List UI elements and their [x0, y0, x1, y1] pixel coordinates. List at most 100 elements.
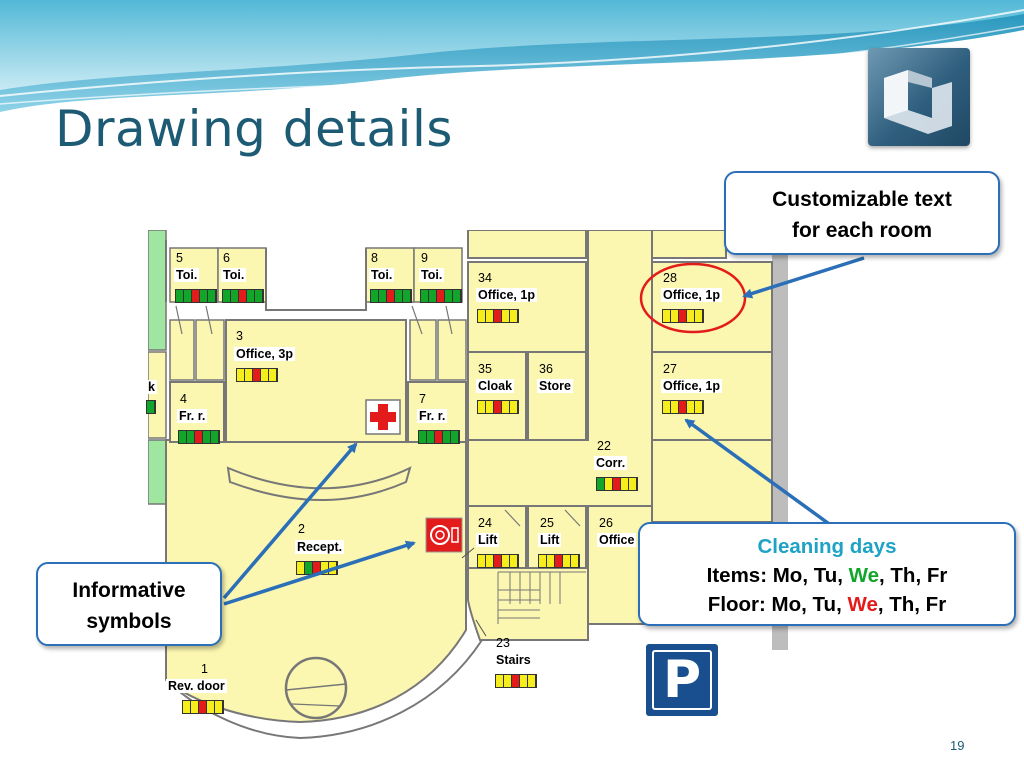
logo: [868, 48, 970, 146]
reception-area: [165, 439, 467, 724]
room-number: 8: [371, 251, 378, 265]
cleaning-day-cell: [429, 290, 436, 302]
cleaning-day-cell: [379, 290, 386, 302]
cleaning-day-cell: [187, 431, 194, 443]
room-name[interactable]: Recept.: [295, 540, 345, 554]
cleaning-day-cell: [419, 431, 426, 443]
cleaning-day-cell: [437, 290, 444, 302]
room-name[interactable]: Lift: [538, 533, 562, 547]
cleaning-day-cell: [504, 675, 511, 687]
cleaning-day-cell: [192, 290, 199, 302]
room-name[interactable]: Toi.: [369, 268, 395, 282]
room-name[interactable]: Fr. r.: [417, 409, 448, 423]
room-name[interactable]: k: [146, 380, 157, 394]
page-number: 19: [950, 738, 965, 753]
cleaning-day-cell: [184, 290, 191, 302]
cleaning-strip: [662, 400, 704, 414]
cleaning-day-cell: [502, 401, 509, 413]
arrow-to-first-aid: [222, 442, 358, 600]
cleaning-day-cell: [269, 369, 276, 381]
cleaning-day-cell: [486, 401, 493, 413]
cleaning-day-cell: [305, 562, 312, 574]
cleaning-day-cell: [199, 701, 206, 713]
room-name[interactable]: Office, 1p: [661, 288, 722, 302]
header-wave-decoration: [0, 0, 1024, 112]
cleaning-strip: [370, 289, 412, 303]
cleaning-day-cell: [663, 310, 670, 322]
fire-hose-icon: [425, 517, 463, 553]
room-name[interactable]: Fr. r.: [177, 409, 208, 423]
cleaning-day-cell: [663, 401, 670, 413]
cleaning-day-cell: [183, 701, 190, 713]
room-number: 2: [298, 522, 305, 536]
cleaning-day-cell: [679, 310, 686, 322]
floor-suffix: , Th, Fr: [877, 593, 947, 616]
cleaning-day-cell: [494, 555, 501, 567]
cleaning-day-cell: [605, 478, 612, 490]
room-name[interactable]: Toi.: [419, 268, 445, 282]
cleaning-day-cell: [237, 369, 244, 381]
room-name[interactable]: Toi.: [221, 268, 247, 282]
cleaning-day-cell: [253, 369, 260, 381]
cleaning-day-cell: [239, 290, 246, 302]
cleaning-day-cell: [687, 310, 694, 322]
cleaning-day-cell: [528, 675, 535, 687]
cleaning-day-cell: [539, 555, 546, 567]
cleaning-day-cell: [502, 310, 509, 322]
cleaning-day-cell: [313, 562, 320, 574]
room-name[interactable]: Lift: [476, 533, 500, 547]
reception-desk: [226, 466, 412, 501]
cleaning-day-cell: [195, 431, 202, 443]
room-name[interactable]: Toi.: [174, 268, 200, 282]
cleaning-day-cell: [191, 701, 198, 713]
cleaning-day-cell: [510, 401, 517, 413]
cleaning-day-cell: [597, 478, 604, 490]
cleaning-day-cell: [520, 675, 527, 687]
callout-line: for each room: [791, 219, 933, 242]
cleaning-day-cell: [679, 401, 686, 413]
cleaning-day-cell: [671, 401, 678, 413]
room-number: 6: [223, 251, 230, 265]
cleaning-day-cell: [494, 401, 501, 413]
cleaning-strip: [662, 309, 704, 323]
green-room-strip-top: [148, 230, 167, 351]
cleaning-day-cell: [443, 431, 450, 443]
cleaning-floor-line: Floor: Mo, Tu, We, Th, Fr: [640, 590, 1014, 619]
arrow-to-fire-hose: [223, 540, 416, 606]
cleaning-strip: [178, 430, 220, 444]
cleaning-day-cell: [563, 555, 570, 567]
room-name[interactable]: Office, 1p: [476, 288, 537, 302]
cleaning-day-cell: [208, 290, 215, 302]
slide-title: Drawing details: [55, 100, 453, 158]
cleaning-day-cell: [687, 401, 694, 413]
cleaning-day-cell: [510, 310, 517, 322]
cleaning-day-cell: [478, 310, 485, 322]
cleaning-day-cell: [207, 701, 214, 713]
cleaning-strip: [182, 700, 224, 714]
room-name[interactable]: Office, 1p: [661, 379, 722, 393]
callout-cleaning-days: Cleaning days Items: Mo, Tu, We, Th, Fr …: [638, 522, 1016, 626]
room-number: 9: [421, 251, 428, 265]
cleaning-day-cell: [231, 290, 238, 302]
room-number: 26: [599, 516, 613, 530]
cleaning-day-cell: [512, 675, 519, 687]
cleaning-strip: [420, 289, 462, 303]
room-name[interactable]: Stairs: [494, 653, 533, 667]
cleaning-day-cell: [203, 431, 210, 443]
room-name[interactable]: Rev. door: [166, 679, 227, 693]
cleaning-strip: [596, 477, 638, 491]
room-name[interactable]: Office: [597, 533, 637, 547]
cleaning-day-cell: [486, 310, 493, 322]
room-number: 23: [496, 636, 510, 650]
callout-customizable-text: Customizable text for each room: [724, 171, 1000, 255]
room-name[interactable]: Cloak: [476, 379, 515, 393]
cleaning-day-cell: [261, 369, 268, 381]
cleaning-day-cell: [427, 431, 434, 443]
cleaning-day-cell: [555, 555, 562, 567]
room-name[interactable]: Office, 3p: [234, 347, 295, 361]
room-name[interactable]: Corr.: [594, 456, 628, 470]
cleaning-day-cell: [387, 290, 394, 302]
room-name[interactable]: Store: [537, 379, 573, 393]
cleaning-day-cell: [496, 675, 503, 687]
